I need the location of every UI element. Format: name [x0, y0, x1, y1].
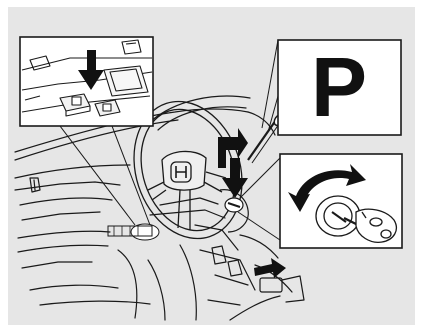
dashboard-line-art [14, 95, 305, 321]
shift-down-arrow [222, 158, 248, 198]
ignition-callout [279, 153, 403, 249]
callout-leader-lines [59, 39, 281, 241]
button-callout [19, 36, 154, 127]
pull-out-arrow [254, 258, 286, 278]
steering-wheel [133, 100, 243, 240]
shift-up-arrow [218, 128, 248, 168]
key-rotate-arrow [288, 164, 366, 212]
downward-press-arrow [78, 50, 104, 90]
park-indicator-callout: P [277, 39, 402, 136]
ignition-key [343, 208, 397, 243]
gear-indicator-label: P [311, 40, 367, 134]
console-button-highlight [107, 223, 160, 241]
